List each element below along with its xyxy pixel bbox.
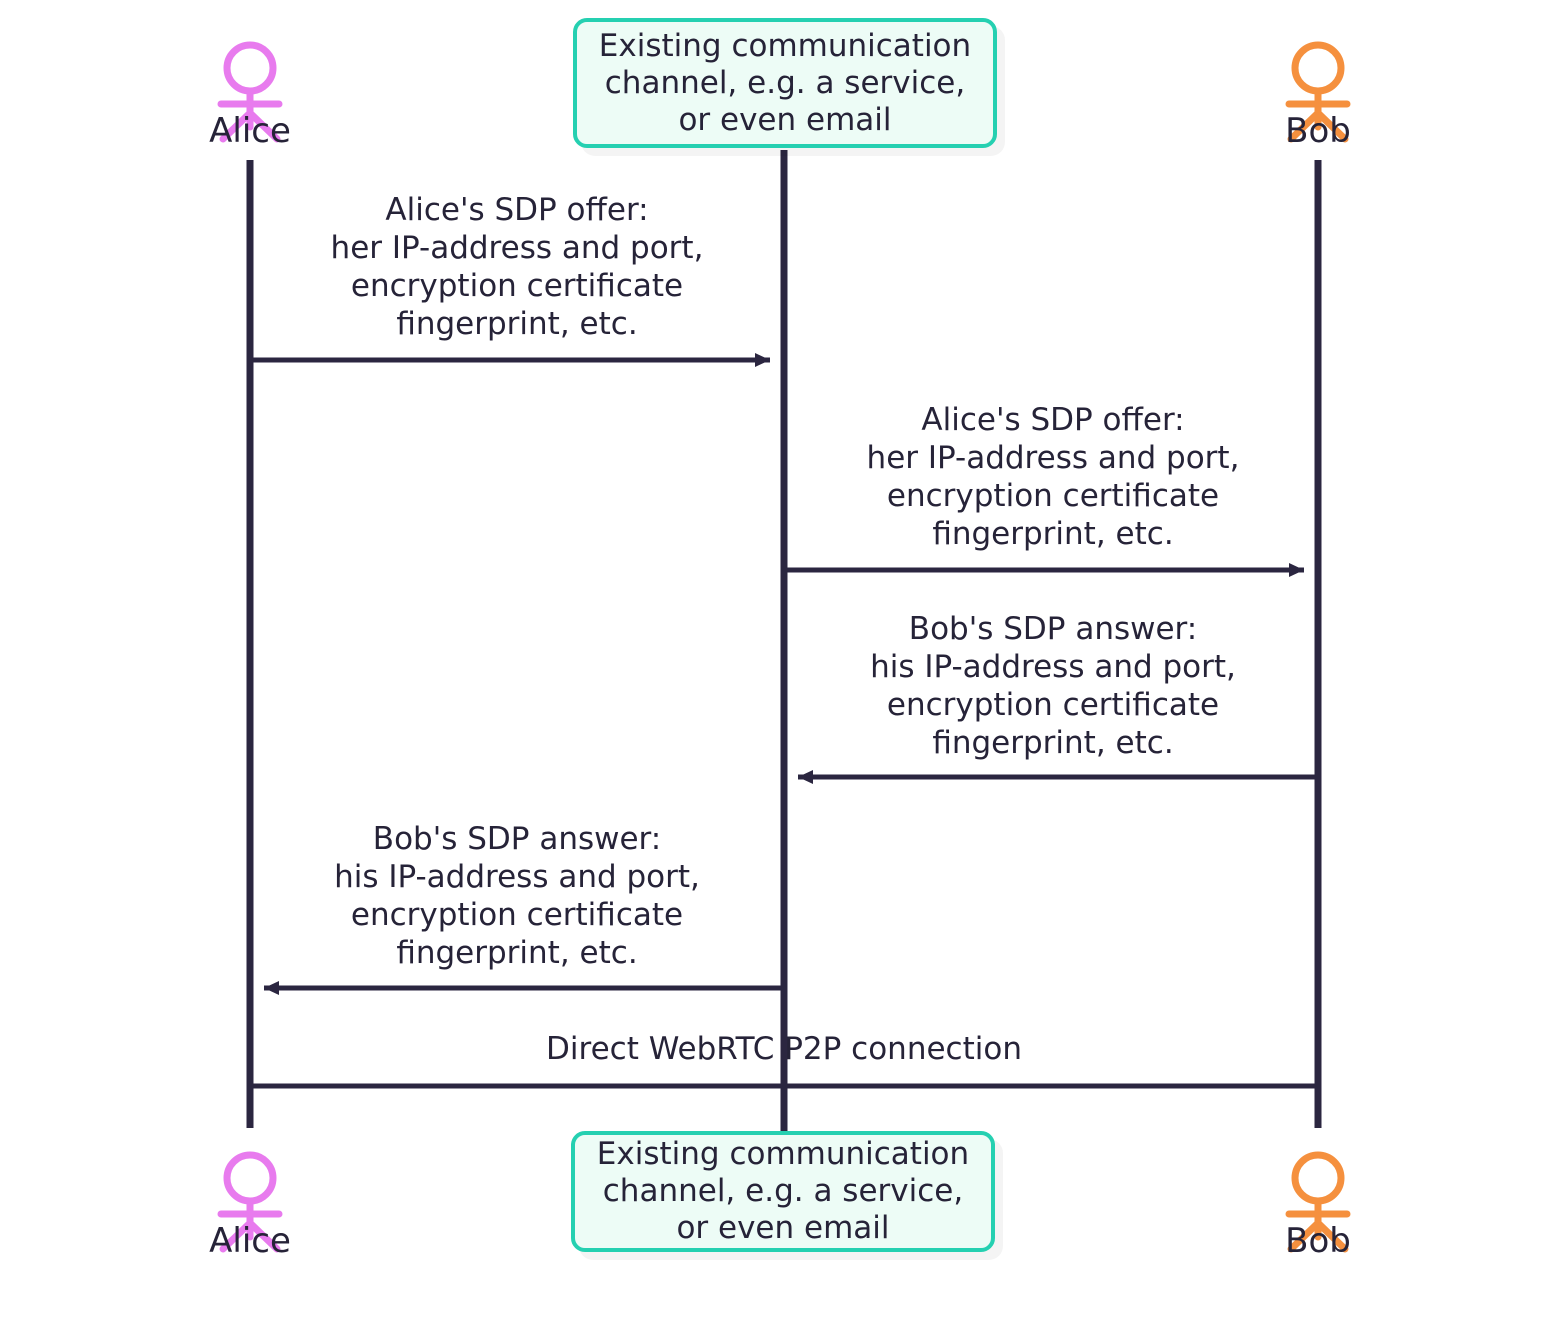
message-label-bob-answer-to-channel: Bob's SDP answer: his IP-address and por… xyxy=(870,611,1236,761)
message-arrows xyxy=(250,353,1318,1089)
actor-label-alice-bottom: Alice xyxy=(209,1221,291,1261)
actor-label-bob-top: Bob xyxy=(1285,111,1351,151)
stick-figure-icon-bob-bottom xyxy=(1285,1151,1351,1253)
actor-label-bob-bottom: Bob xyxy=(1285,1221,1351,1261)
lifelines xyxy=(246,150,1322,1140)
stick-figure-icon-bob-top xyxy=(1285,41,1351,143)
message-label-channel-answer-to-alice: Bob's SDP answer: his IP-address and por… xyxy=(334,821,700,971)
actor-label-alice-top: Alice xyxy=(209,111,291,151)
message-label-alice-offer-to-channel: Alice's SDP offer: her IP-address and po… xyxy=(330,192,704,342)
stick-figure-icon-alice-top xyxy=(217,41,283,143)
message-label-channel-offer-to-bob: Alice's SDP offer: her IP-address and po… xyxy=(866,402,1240,552)
note-existing-channel-bottom: Existing communication channel, e.g. a s… xyxy=(571,1131,995,1252)
message-label-direct-p2p: Direct WebRTC P2P connection xyxy=(546,1031,1022,1067)
note-bottom-text: Existing communication channel, e.g. a s… xyxy=(596,1136,970,1246)
note-top-text: Existing communication channel, e.g. a s… xyxy=(598,27,972,138)
stick-figure-icon-alice-bottom xyxy=(217,1151,283,1253)
note-existing-channel-top: Existing communication channel, e.g. a s… xyxy=(573,18,997,148)
